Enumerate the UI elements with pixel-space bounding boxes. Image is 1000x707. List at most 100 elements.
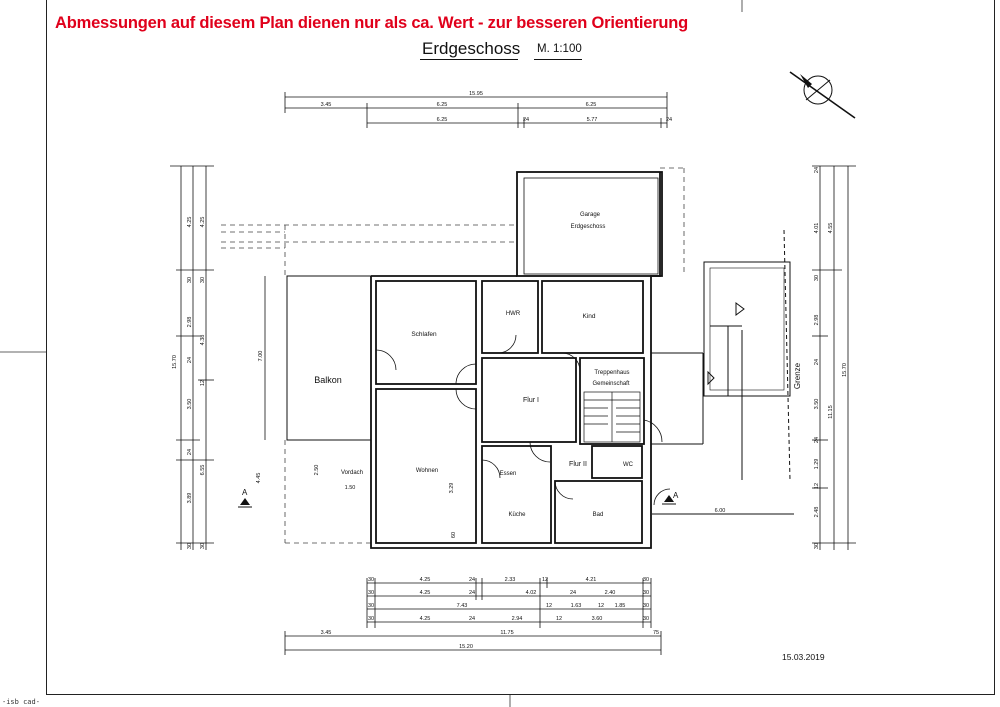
room-wc-label: WC: [623, 462, 634, 468]
svg-text:24: 24: [469, 577, 475, 583]
svg-text:24: 24: [814, 437, 820, 443]
svg-text:3.45: 3.45: [321, 630, 332, 636]
svg-text:30: 30: [814, 543, 820, 549]
room-wohnen-label: Wohnen: [416, 468, 438, 474]
svg-text:4.25: 4.25: [420, 616, 431, 622]
dashed-outline: [221, 167, 685, 544]
svg-text:24: 24: [570, 590, 576, 596]
svg-text:30: 30: [814, 275, 820, 281]
svg-text:4.45: 4.45: [256, 473, 262, 484]
scale-label: M. 1:100: [537, 43, 582, 55]
right-dim-labels: 24 4.01 30 2.98 24 3.50 24 1.29 12 2.48 …: [715, 167, 848, 549]
bottom-dimensions: [284, 578, 662, 655]
svg-text:75: 75: [653, 630, 659, 636]
svg-text:30: 30: [187, 543, 193, 549]
left-dimensions: [170, 165, 266, 550]
svg-text:3.60: 3.60: [592, 616, 603, 622]
svg-text:30: 30: [643, 590, 649, 596]
svg-text:30: 30: [643, 577, 649, 583]
svg-text:2.98: 2.98: [187, 317, 193, 328]
room-flur1-label: Flur I: [523, 397, 539, 404]
room-treppenhaus-sublabel: Gemeinschaft: [592, 381, 629, 387]
cad-credit: -isb cad-: [2, 698, 40, 706]
svg-text:4.25: 4.25: [200, 217, 206, 228]
svg-text:4.02: 4.02: [526, 590, 537, 596]
bottom-dim-labels: 30 4.25 24 2.33 12 4.21 30 30 4.25 24 4.…: [321, 577, 659, 650]
svg-text:3.45: 3.45: [321, 102, 332, 108]
svg-text:24: 24: [187, 357, 193, 363]
svg-text:1.63: 1.63: [571, 603, 582, 609]
room-kueche-label: Küche: [508, 512, 526, 518]
room-hwr-label: HWR: [506, 311, 521, 317]
svg-text:24: 24: [814, 167, 820, 173]
svg-text:6.25: 6.25: [437, 117, 448, 123]
top-dimensions: [284, 92, 668, 128]
svg-text:2.33: 2.33: [505, 577, 516, 583]
vordach-label: Vordach: [341, 470, 363, 476]
right-dimensions: [812, 165, 856, 550]
door-swings: [375, 334, 671, 506]
svg-text:1.29: 1.29: [814, 459, 820, 470]
room-kind-label: Kind: [582, 313, 595, 320]
svg-text:24: 24: [523, 117, 529, 123]
building-walls: [286, 171, 663, 549]
north-arrow-icon: [789, 71, 856, 119]
svg-text:4.38: 4.38: [200, 335, 206, 346]
svg-text:15.70: 15.70: [172, 355, 178, 369]
svg-text:4.01: 4.01: [814, 223, 820, 234]
svg-text:30: 30: [187, 277, 193, 283]
room-balkon-label: Balkon: [314, 375, 342, 385]
svg-text:24: 24: [666, 117, 672, 123]
svg-text:12: 12: [200, 380, 206, 386]
svg-text:6.25: 6.25: [586, 102, 597, 108]
top-dim-labels: 15.95 3.45 6.25 6.25 6.25 24 5.77 24: [321, 91, 672, 123]
svg-text:12: 12: [814, 483, 820, 489]
room-treppenhaus-label: Treppenhaus: [594, 370, 629, 376]
svg-text:A: A: [242, 488, 248, 497]
svg-text:12: 12: [556, 616, 562, 622]
svg-text:7.00: 7.00: [258, 351, 264, 362]
svg-text:3.50: 3.50: [814, 399, 820, 410]
svg-text:12: 12: [546, 603, 552, 609]
left-dim-labels: 15.70 4.25 30 2.98 24 3.50 24 3.89 30 4.…: [172, 217, 457, 549]
svg-text:4.55: 4.55: [828, 223, 834, 234]
drawing-frame: [46, 0, 995, 695]
svg-text:6.00: 6.00: [715, 508, 726, 514]
svg-text:12: 12: [598, 603, 604, 609]
svg-text:6.55: 6.55: [200, 465, 206, 476]
plan-date: 15.03.2019: [782, 652, 825, 662]
svg-text:3.89: 3.89: [187, 493, 193, 504]
svg-text:2.98: 2.98: [814, 315, 820, 326]
svg-text:15.20: 15.20: [459, 644, 473, 650]
disclaimer-text: Abmessungen auf diesem Plan dienen nur a…: [55, 14, 689, 32]
svg-text:1.50: 1.50: [345, 485, 356, 491]
entrance-structure: [651, 229, 794, 515]
svg-text:6.25: 6.25: [437, 102, 448, 108]
balkon-outline: [286, 275, 372, 441]
svg-text:24: 24: [187, 449, 193, 455]
svg-text:30: 30: [368, 590, 374, 596]
svg-text:4.25: 4.25: [420, 590, 431, 596]
svg-text:4.21: 4.21: [586, 577, 597, 583]
svg-text:2.94: 2.94: [512, 616, 523, 622]
svg-text:30: 30: [368, 616, 374, 622]
svg-text:30: 30: [643, 603, 649, 609]
svg-text:30: 30: [368, 603, 374, 609]
svg-text:30: 30: [368, 577, 374, 583]
room-schlafen-label: Schlafen: [411, 331, 437, 338]
svg-text:24: 24: [469, 590, 475, 596]
svg-text:24: 24: [814, 359, 820, 365]
svg-text:11.15: 11.15: [828, 405, 834, 418]
title-underline: [420, 59, 518, 60]
room-bad-label: Bad: [593, 512, 604, 518]
svg-text:15.95: 15.95: [469, 91, 483, 97]
svg-text:4.25: 4.25: [420, 577, 431, 583]
svg-text:5.77: 5.77: [587, 117, 598, 123]
floor-title: Erdgeschoss: [422, 39, 521, 58]
grenze-label: Grenze: [793, 362, 802, 389]
svg-text:11.75: 11.75: [500, 630, 513, 636]
svg-text:3.50: 3.50: [187, 399, 193, 410]
svg-text:A: A: [673, 491, 679, 500]
svg-text:2.48: 2.48: [814, 507, 820, 518]
